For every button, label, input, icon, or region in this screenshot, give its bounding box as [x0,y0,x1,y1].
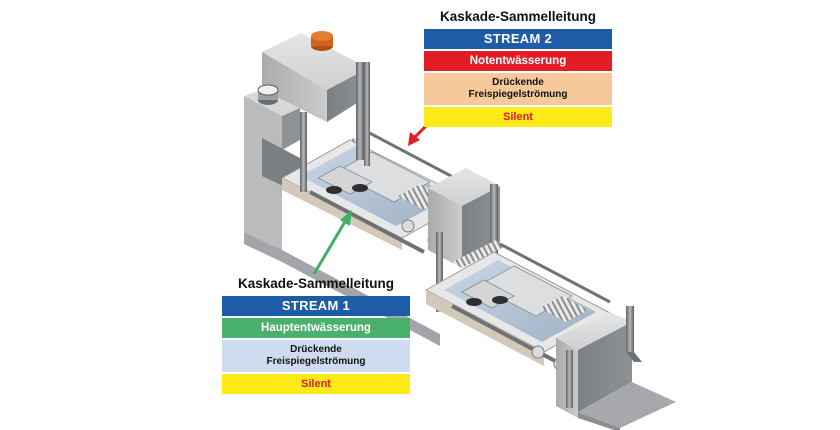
upper-flange-1 [401,219,415,233]
upper-roof-drain-2 [352,184,368,192]
downpipe-right-outer [626,306,634,352]
legend-stream-1: Kaskade-Sammelleitung STREAM 1 Hauptentw… [222,274,410,394]
downpipe-right-outlet [626,352,642,362]
middle-block-top [428,168,500,206]
roof-fixtures [257,31,333,105]
downpipe-upper-right [356,62,364,160]
lower-grating [540,296,588,322]
lower-emergency-pipe [499,242,611,304]
downpipe-right-inner [566,350,573,408]
flow-type-line-2: Freispiegelströmung [468,89,568,100]
downpipe-middle-left [436,232,443,312]
stream-1-silent-label: Silent [222,374,410,394]
stream-2-silent-label: Silent [424,107,612,127]
stream-1-label: STREAM 1 [222,296,410,316]
left-wall-side [282,108,300,150]
hauptentwaesserung-label: Hauptentwässerung [222,318,410,338]
upper-block-front [262,52,327,122]
lower-roof-drain-1 [466,298,482,306]
left-lower-slab [244,232,440,346]
stream-2-label: STREAM 2 [424,29,612,49]
upper-roof-drain-1 [326,186,342,194]
right-floor-slab-front [578,412,620,430]
stream1-pointer-arrow [312,210,352,275]
legend-stream-2-title: Kaskade-Sammelleitung [439,9,597,24]
downpipe-middle-right [490,184,498,284]
middle-building-block [428,168,500,312]
lower-rail [452,240,506,268]
gauge-roof-fixture [257,84,279,105]
upper-block-top [262,33,368,90]
lower-collector-pipe [451,304,573,372]
flow-type-line-2: Freispiegelströmung [266,356,366,367]
flow-type-line-1: Drückende [290,344,342,355]
legend-stream-1-title: Kaskade-Sammelleitung [237,276,395,291]
legend-stream-2: Kaskade-Sammelleitung STREAM 2 Notentwäs… [424,7,612,127]
lower-flange-1 [531,345,545,359]
flow-type-line-1: Drückende [492,77,544,88]
stream-1-flow-type: Drückende Freispiegelströmung [222,340,410,372]
lower-roof-drain-2 [492,296,508,304]
upper-slab-front [282,178,402,250]
notentwaesserung-label: Notentwässerung [424,51,612,71]
right-block-top [556,312,632,350]
upper-downpipes [300,62,370,192]
orange-roof-vent [311,31,333,51]
lower-channel-section [424,240,614,372]
downpipe-upper-right-b [364,62,370,166]
right-end-block [556,306,676,430]
stream-2-flow-type: Drückende Freispiegelströmung [424,73,612,105]
right-floor-slab [578,382,676,428]
downpipe-upper-left [300,112,307,192]
upper-collector-pipe [309,190,425,254]
